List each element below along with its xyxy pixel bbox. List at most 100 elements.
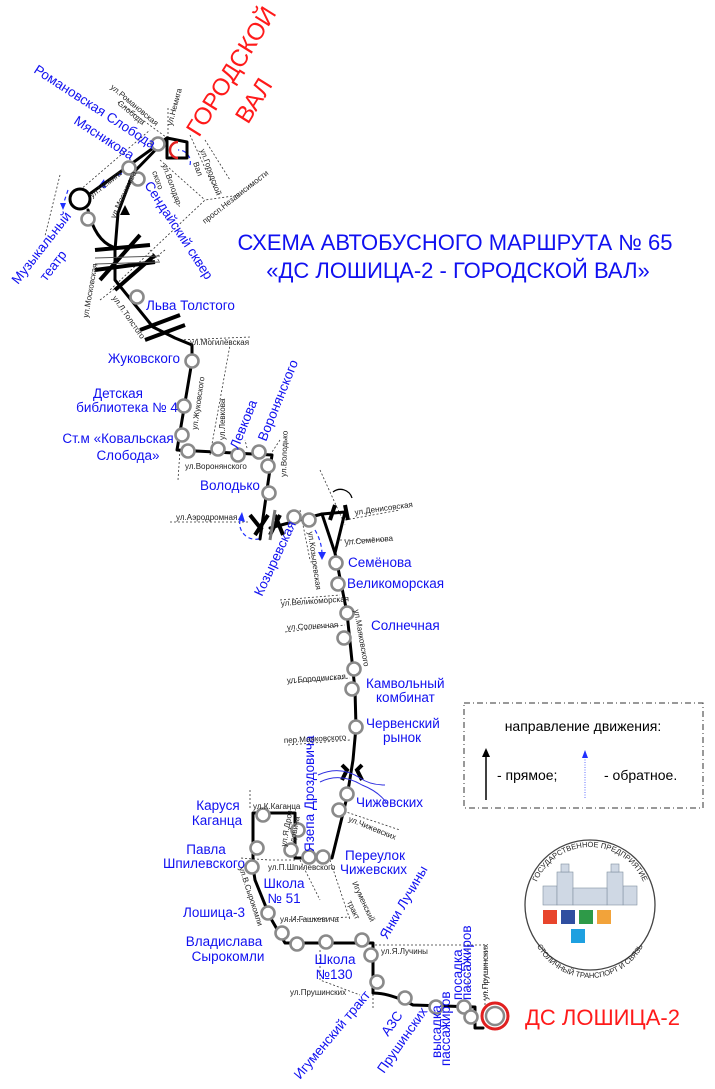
street-label: ул.Чижевских bbox=[347, 815, 397, 842]
stop-marker[interactable] bbox=[463, 1009, 479, 1025]
stop-label: Сырокомли bbox=[192, 949, 265, 964]
stop-label: Камвольный bbox=[366, 676, 445, 691]
stop-marker[interactable] bbox=[301, 849, 317, 865]
stop-marker[interactable] bbox=[428, 999, 444, 1015]
stop-marker[interactable] bbox=[251, 444, 267, 460]
stop-marker[interactable] bbox=[180, 443, 196, 459]
map-title-line1: СХЕМА АВТОБУСНОГО МАРШРУТА № 65 bbox=[238, 230, 673, 255]
stop-label: высадка bbox=[429, 1005, 444, 1058]
legend: направление движения: - прямое; - обратн… bbox=[463, 702, 704, 809]
stop-marker[interactable] bbox=[289, 936, 305, 952]
street-label: ул.Немига bbox=[165, 87, 184, 127]
stop-marker[interactable] bbox=[328, 555, 344, 571]
map-title-line2: «ДС ЛОШИЦА-2 - ГОРОДСКОЙ ВАЛ» bbox=[266, 258, 650, 283]
stop-label: Владислава bbox=[186, 934, 263, 949]
stop-label: Левкова bbox=[227, 397, 260, 451]
stop-marker[interactable] bbox=[330, 576, 346, 592]
logo-transport-icons bbox=[543, 910, 611, 943]
street-label: ул.Московская bbox=[81, 263, 99, 318]
street-label: ул.Прушинских bbox=[290, 988, 346, 997]
stop-label: Великоморская bbox=[347, 576, 444, 591]
logo-buildings-icon bbox=[542, 863, 638, 906]
street-label: ул.Великоморская bbox=[281, 594, 350, 608]
stop-label: рынок bbox=[383, 730, 421, 745]
stop-marker[interactable] bbox=[301, 512, 317, 528]
stop-marker[interactable] bbox=[283, 842, 299, 858]
reverse-arrow-icon bbox=[582, 750, 588, 758]
stop-marker[interactable] bbox=[339, 786, 355, 802]
stop-label: Школа bbox=[263, 876, 305, 891]
stop-marker[interactable] bbox=[318, 934, 334, 950]
street-label: ул.Воронянского bbox=[185, 462, 247, 471]
stop-marker[interactable] bbox=[397, 990, 413, 1006]
stop-marker[interactable] bbox=[174, 427, 190, 443]
stop-label: библиотека № 4 bbox=[76, 400, 178, 415]
terminal-gorval-label: ГОРОДСКОЙ bbox=[180, 2, 282, 142]
street-label: ул.Прушинских bbox=[481, 944, 490, 1000]
stop-marker[interactable] bbox=[210, 441, 226, 457]
stop-marker[interactable] bbox=[249, 840, 265, 856]
stop-marker[interactable] bbox=[244, 859, 260, 875]
street-label: ул.Жуковского bbox=[190, 376, 206, 431]
stop-marker[interactable] bbox=[344, 681, 360, 697]
stop-marker[interactable] bbox=[129, 289, 145, 305]
stop-marker[interactable] bbox=[150, 136, 166, 152]
stop-label: Переулок bbox=[345, 848, 405, 863]
stop-marker[interactable] bbox=[260, 905, 276, 921]
street-label: ул.Солнечная bbox=[287, 620, 339, 632]
legend-heading: направление движения: bbox=[505, 718, 662, 734]
stop-marker[interactable] bbox=[80, 211, 96, 227]
stop-label: Воронянского bbox=[255, 358, 301, 444]
stop-label: Володько bbox=[200, 478, 260, 493]
stop-label: Шпилевского bbox=[163, 856, 245, 871]
stop-marker[interactable] bbox=[286, 509, 302, 525]
street-label: ул.Бородинская bbox=[287, 672, 347, 685]
stop-marker[interactable] bbox=[348, 719, 364, 735]
legend-forward: - прямое; bbox=[497, 767, 557, 783]
stop-label: Ст.м «Ковальская bbox=[62, 431, 173, 446]
street-label: ул.К.Каганца bbox=[253, 802, 301, 811]
stop-marker[interactable] bbox=[336, 630, 352, 646]
stop-marker[interactable] bbox=[363, 947, 379, 963]
stop-marker[interactable] bbox=[315, 849, 331, 865]
stop-label: Солнечная bbox=[371, 618, 440, 633]
stop-label: Каганца bbox=[192, 813, 243, 828]
terminal-gorval-marker[interactable] bbox=[168, 140, 179, 160]
stop-marker[interactable] bbox=[331, 802, 347, 818]
stop-marker[interactable] bbox=[339, 605, 355, 621]
stop-marker[interactable] bbox=[176, 398, 192, 414]
interchange-symbols bbox=[94, 233, 389, 806]
stop-marker[interactable] bbox=[261, 485, 277, 501]
stop-marker[interactable] bbox=[354, 932, 370, 948]
forward-arrow-icon bbox=[482, 748, 490, 757]
stop-marker[interactable] bbox=[121, 160, 137, 176]
stop-label: Семёнова bbox=[348, 555, 412, 570]
stop-marker[interactable] bbox=[184, 353, 200, 369]
street-label: ул.Аэродромная bbox=[176, 513, 237, 522]
stop-label: Лошица-3 bbox=[183, 905, 245, 920]
stop-label: Чижевских bbox=[356, 795, 423, 810]
street-label: Вал bbox=[191, 161, 205, 178]
stop-label: Льва Толстого bbox=[146, 298, 235, 313]
stop-label: Школа bbox=[314, 952, 356, 967]
stop-label: Детская bbox=[93, 386, 143, 401]
stop-marker[interactable] bbox=[346, 661, 362, 677]
stop-marker[interactable] bbox=[260, 458, 276, 474]
street-label: ул.И.Гашкевича bbox=[280, 915, 339, 924]
stop-marker[interactable] bbox=[230, 447, 246, 463]
stop-marker[interactable] bbox=[255, 807, 271, 823]
stop-label: Жуковского bbox=[108, 351, 180, 366]
stop-marker[interactable] bbox=[274, 925, 290, 941]
street-label: ул.Я.Лучины bbox=[381, 947, 428, 956]
stop-label: пассажиров bbox=[438, 991, 453, 1066]
terminal-loshitsa-label: ДС ЛОШИЦА-2 bbox=[525, 1005, 680, 1030]
stop-label: Слобода» bbox=[96, 448, 159, 463]
stop-marker[interactable] bbox=[369, 974, 385, 990]
street-label: ул.Козыревская bbox=[306, 531, 323, 590]
street-label: ул.П.Шпилевского bbox=[268, 863, 336, 872]
stop-marker[interactable] bbox=[130, 171, 146, 187]
stop-label: № 51 bbox=[267, 891, 300, 906]
stop-marker[interactable] bbox=[290, 822, 306, 838]
stop-label: Язепа Дроздовича bbox=[302, 735, 317, 852]
